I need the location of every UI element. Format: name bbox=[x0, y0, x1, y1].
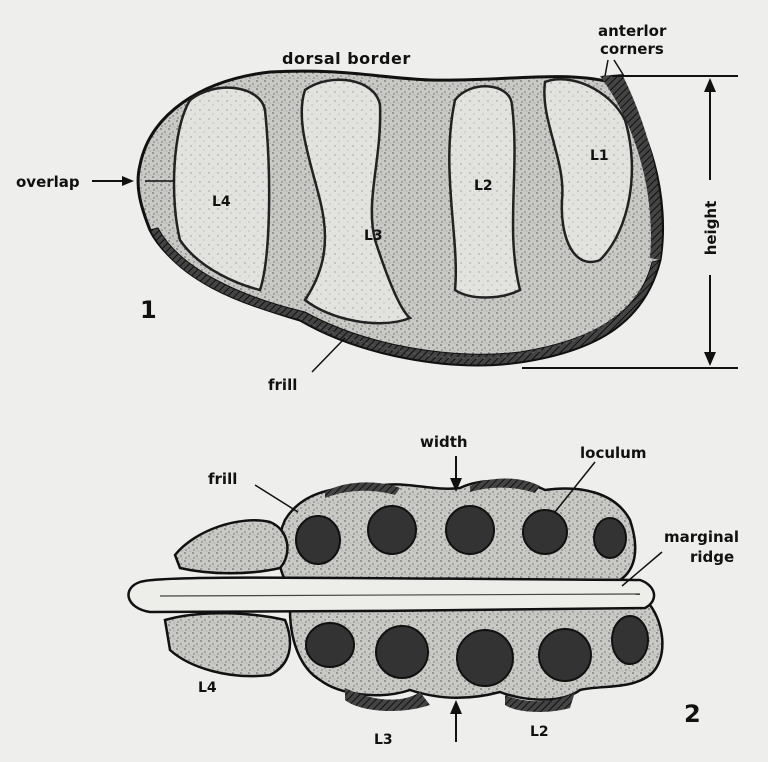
figure-1: dorsal border anterlor corners overlap h… bbox=[16, 22, 738, 394]
lobe-label-l3-fig2: L3 bbox=[374, 732, 393, 748]
lobe-label-l2: L2 bbox=[474, 178, 493, 194]
anterior-corners-label-2: corners bbox=[600, 40, 664, 58]
loculum-lower-2 bbox=[376, 626, 428, 678]
frill-leader-1 bbox=[312, 338, 345, 372]
height-arrow-up bbox=[704, 78, 716, 92]
height-label: height bbox=[702, 201, 720, 256]
loculum-upper-5 bbox=[594, 518, 626, 558]
lobe-label-l4: L4 bbox=[212, 194, 231, 210]
marginal-ridge-label-2: ridge bbox=[690, 548, 734, 566]
lobe-label-l3: L3 bbox=[364, 228, 383, 244]
figure-2: width loculum frill marginal ridge L4 L3… bbox=[129, 433, 739, 748]
lobe-label-l2-fig2: L2 bbox=[530, 724, 549, 740]
loculum-label: loculum bbox=[580, 444, 646, 462]
anterior-leader-2 bbox=[614, 60, 624, 76]
figure-number-1: 1 bbox=[140, 296, 157, 324]
frill-label-1: frill bbox=[268, 376, 297, 394]
frill-leader-2 bbox=[255, 485, 298, 512]
loculum-lower-4 bbox=[539, 629, 591, 681]
loculum-upper-1 bbox=[296, 516, 340, 564]
dorsal-border-label: dorsal border bbox=[282, 49, 411, 68]
width-arrow-bottom-head bbox=[450, 700, 462, 714]
anterior-leader bbox=[605, 60, 608, 76]
figure-number-2: 2 bbox=[684, 700, 701, 728]
loculum-upper-4 bbox=[523, 510, 567, 554]
overlap-label: overlap bbox=[16, 173, 80, 191]
overlap-arrow-head bbox=[122, 176, 134, 186]
anterior-corners-label-1: anterlor bbox=[598, 22, 667, 40]
lobe-label-l1: L1 bbox=[590, 148, 609, 164]
loculum-lower-1 bbox=[306, 623, 354, 667]
loculum-lower-5 bbox=[612, 616, 648, 664]
marginal-ridge-label-1: marginal bbox=[664, 528, 739, 546]
loculum-upper-3 bbox=[446, 506, 494, 554]
loculum-lower-3 bbox=[457, 630, 513, 686]
lobe-label-l4-fig2: L4 bbox=[198, 680, 217, 696]
width-label: width bbox=[420, 433, 468, 451]
frill-label-2: frill bbox=[208, 470, 237, 488]
height-arrow-down bbox=[704, 352, 716, 366]
loculum-upper-2 bbox=[368, 506, 416, 554]
lobe-l4-lower bbox=[165, 613, 290, 676]
lobe-l4-upper bbox=[175, 520, 287, 573]
